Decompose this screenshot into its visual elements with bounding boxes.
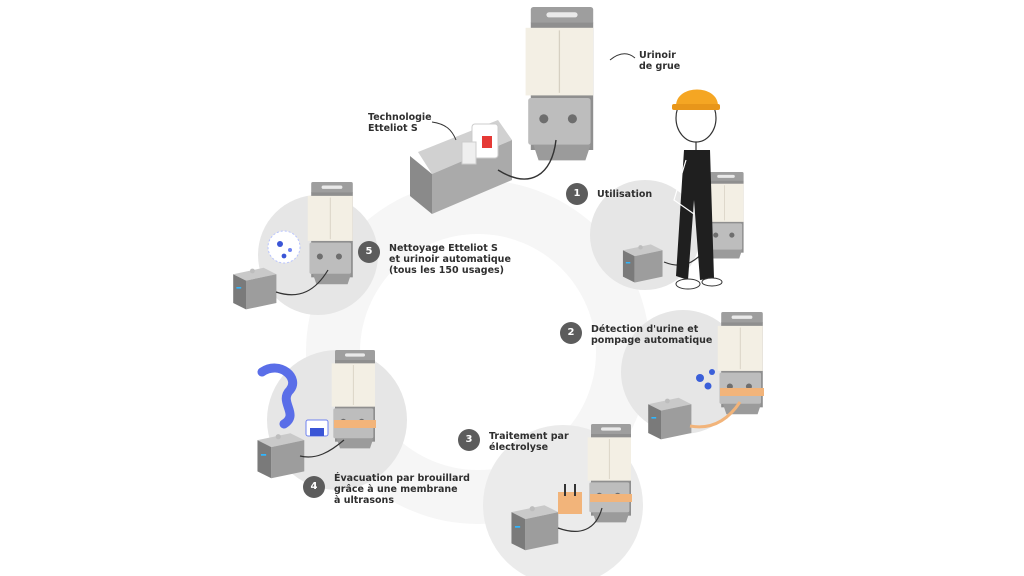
worker-figure <box>672 89 723 290</box>
bacteria-icon <box>696 369 715 390</box>
step-3-badge: 3 <box>458 429 480 451</box>
step-2-label: Détection d'urine et pompage automatique <box>591 324 712 346</box>
step4-illustration <box>257 350 376 479</box>
label-line: Traitement par <box>489 431 569 442</box>
label-line: Technologie <box>368 112 432 123</box>
label-line: Urinoir <box>639 50 676 61</box>
label-line: Détection d'urine et <box>591 324 699 335</box>
label-line: Nettoyage Etteliot S <box>389 243 498 254</box>
etteliot-s-unit <box>410 120 557 214</box>
label-line: (tous les 150 usages) <box>389 265 505 276</box>
sparkle-icon <box>267 230 301 264</box>
step-5-label: Nettoyage Etteliot S et urinoir automati… <box>389 243 511 276</box>
callout-lines <box>431 53 636 141</box>
step-4-label: Évacuation par brouillard grâce à une me… <box>334 473 470 506</box>
label-line: pompage automatique <box>591 335 713 346</box>
step-2-badge: 2 <box>560 322 582 344</box>
label-line: grâce à une membrane <box>334 484 458 495</box>
label-line: à ultrasons <box>334 495 394 506</box>
step5-illustration <box>233 182 354 310</box>
step-1-badge: 1 <box>566 183 588 205</box>
step-4-badge: 4 <box>303 476 325 498</box>
label-line: Évacuation par brouillard <box>334 473 470 484</box>
step2-illustration <box>648 312 764 440</box>
label-line: et urinoir automatique <box>389 254 511 265</box>
label-line: de grue <box>639 61 681 72</box>
step3-illustration <box>511 424 632 551</box>
step-3-label: Traitement par électrolyse <box>489 431 569 453</box>
label-technologie-etteliot: Technologie Etteliot S <box>368 112 432 134</box>
label-line: Etteliot S <box>368 123 418 134</box>
label-urinoir-de-grue: Urinoir de grue <box>639 50 680 72</box>
step-5-badge: 5 <box>358 241 380 263</box>
crane-urinal-top <box>524 6 594 162</box>
step-1-label: Utilisation <box>597 189 652 200</box>
label-line: Utilisation <box>597 189 653 200</box>
step1-illustration <box>622 89 744 290</box>
label-line: électrolyse <box>489 442 549 453</box>
